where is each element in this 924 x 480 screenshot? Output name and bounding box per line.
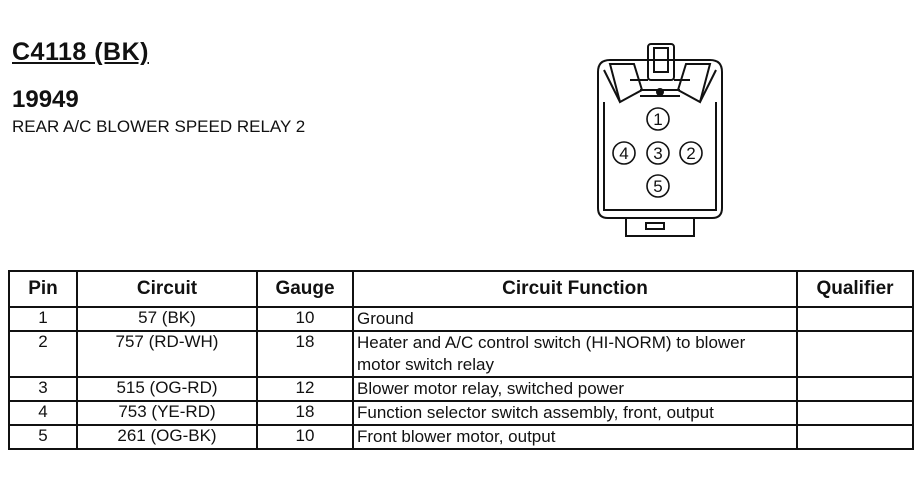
qualifier-cell xyxy=(796,306,914,332)
pin-2-marker: 2 xyxy=(679,141,703,165)
gauge-cell: 12 xyxy=(256,376,354,402)
pin-cell: 5 xyxy=(8,424,78,450)
circuit-cell: 57 (BK) xyxy=(76,306,258,332)
pin-cell: 2 xyxy=(8,330,78,378)
header-circuit-function: Circuit Function xyxy=(352,270,798,308)
pin-4-marker: 4 xyxy=(612,141,636,165)
circuit-cell: 753 (YE-RD) xyxy=(76,400,258,426)
function-cell: Heater and A/C control switch (HI-NORM) … xyxy=(352,330,798,378)
function-cell: Blower motor relay, switched power xyxy=(352,376,798,402)
pin-3-marker: 3 xyxy=(646,141,670,165)
svg-text:3: 3 xyxy=(653,144,662,163)
svg-text:2: 2 xyxy=(686,144,695,163)
connector-face-diagram: 1 4 3 2 5 xyxy=(597,43,723,237)
gauge-cell: 18 xyxy=(256,330,354,378)
table-header-row: Pin Circuit Gauge Circuit Function Quali… xyxy=(8,270,914,308)
qualifier-cell xyxy=(796,400,914,426)
table-row: 5 261 (OG-BK) 10 Front blower motor, out… xyxy=(8,424,914,450)
circuit-cell: 515 (OG-RD) xyxy=(76,376,258,402)
circuit-cell: 261 (OG-BK) xyxy=(76,424,258,450)
qualifier-cell xyxy=(796,424,914,450)
function-cell: Function selector switch assembly, front… xyxy=(352,400,798,426)
table-row: 1 57 (BK) 10 Ground xyxy=(8,306,914,332)
part-number: 19949 xyxy=(12,86,79,113)
pin-cell: 4 xyxy=(8,400,78,426)
pinout-table: Pin Circuit Gauge Circuit Function Quali… xyxy=(8,270,914,450)
function-cell: Front blower motor, output xyxy=(352,424,798,450)
header-qualifier: Qualifier xyxy=(796,270,914,308)
table-row: 3 515 (OG-RD) 12 Blower motor relay, swi… xyxy=(8,376,914,402)
header-pin: Pin xyxy=(8,270,78,308)
pin-cell: 1 xyxy=(8,306,78,332)
svg-text:4: 4 xyxy=(619,144,628,163)
header-gauge: Gauge xyxy=(256,270,354,308)
pin-cell: 3 xyxy=(8,376,78,402)
connector-description: REAR A/C BLOWER SPEED RELAY 2 xyxy=(12,117,306,136)
connector-id: C4118 (BK) xyxy=(12,38,149,66)
pin-1-marker: 1 xyxy=(646,107,670,131)
pin-5-marker: 5 xyxy=(646,174,670,198)
table-row: 4 753 (YE-RD) 18 Function selector switc… xyxy=(8,400,914,426)
qualifier-cell xyxy=(796,330,914,378)
gauge-cell: 10 xyxy=(256,306,354,332)
gauge-cell: 10 xyxy=(256,424,354,450)
svg-text:5: 5 xyxy=(653,177,662,196)
svg-text:1: 1 xyxy=(653,110,662,129)
function-cell: Ground xyxy=(352,306,798,332)
table-row: 2 757 (RD-WH) 18 Heater and A/C control … xyxy=(8,330,914,378)
gauge-cell: 18 xyxy=(256,400,354,426)
header-circuit: Circuit xyxy=(76,270,258,308)
qualifier-cell xyxy=(796,376,914,402)
circuit-cell: 757 (RD-WH) xyxy=(76,330,258,378)
